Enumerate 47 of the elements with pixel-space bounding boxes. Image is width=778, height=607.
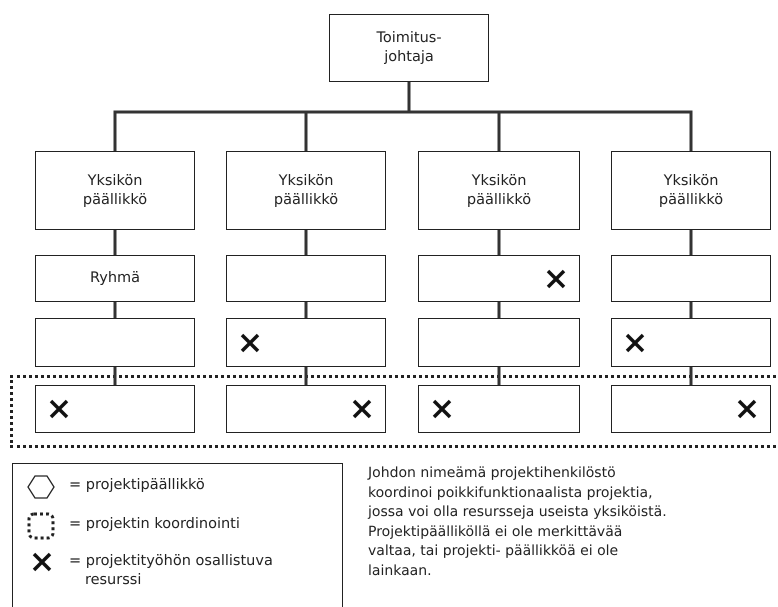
legend-text: = projektipäällikkö [69, 476, 206, 495]
unit-box [226, 318, 386, 367]
connector-line [114, 302, 116, 318]
connector-line [304, 302, 308, 318]
cross-icon [545, 268, 567, 290]
box-label: Yksikön päällikkö [82, 172, 148, 210]
director-box [329, 14, 489, 82]
connector-line [304, 367, 308, 385]
connector-line [690, 302, 692, 318]
box-label: Toimitus- johtaja [375, 29, 443, 67]
unit-box [611, 151, 771, 230]
box-label: Ryhmä [90, 269, 140, 288]
connector-line [498, 367, 500, 385]
connector-line [114, 230, 116, 255]
unit-box [611, 385, 771, 433]
unit-box [418, 385, 580, 433]
unit-box [226, 151, 386, 230]
connector-line [114, 367, 116, 385]
unit-box [35, 385, 195, 433]
unit-box [35, 255, 195, 302]
legend-text: = projektin koordinointi [69, 515, 241, 534]
cross-icon [624, 332, 646, 354]
unit-box [418, 255, 580, 302]
cross-icon [736, 398, 758, 420]
unit-box [35, 151, 195, 230]
note-text: Johdon nimeämä projektihenkilöstö koordinoi poikkifunktionaalista projektia, jossa voi olla resursseja useista yksiköistä. Projektipäälliköllä ei ole merkittävää valtaa, tai projekti- päällikköä ei ole lainkaan. [368, 464, 668, 580]
unit-box [611, 255, 771, 302]
box-label: Yksikön päällikkö [466, 172, 532, 210]
connector-line [304, 230, 308, 255]
unit-box [35, 318, 195, 367]
connector-line [498, 230, 500, 255]
unit-box [418, 151, 580, 230]
cross-icon [431, 398, 453, 420]
box-label: Yksikön päällikkö [658, 172, 724, 210]
connector-line [690, 230, 692, 255]
cross-icon [239, 332, 261, 354]
unit-box [418, 318, 580, 367]
connector-line [498, 302, 500, 318]
unit-box [226, 385, 386, 433]
connector-line [408, 82, 692, 151]
legend-text: = projektityöhön osallistuva resurssi [69, 552, 274, 590]
cross-icon [351, 398, 373, 420]
cross-icon [48, 398, 70, 420]
box-label: Yksikön päällikkö [272, 172, 340, 210]
unit-box [226, 255, 386, 302]
unit-box [611, 318, 771, 367]
connector-line [690, 367, 692, 385]
